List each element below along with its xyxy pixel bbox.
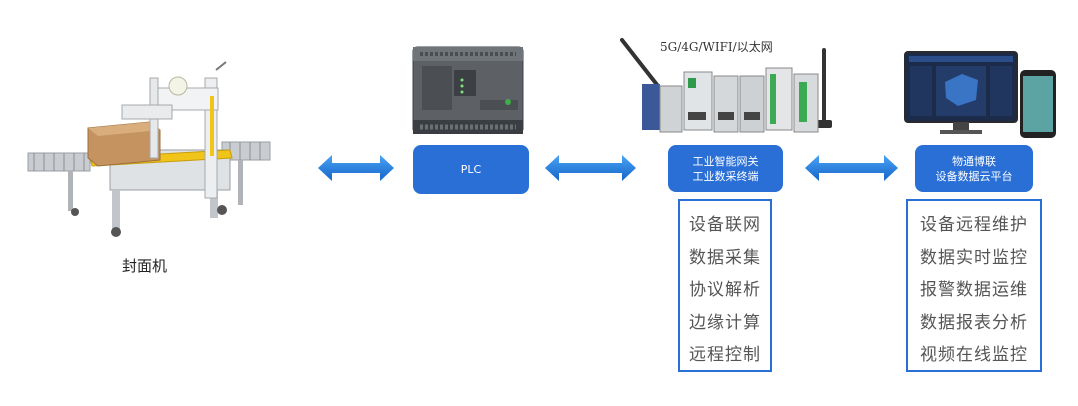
gateway-node-line-2: 工业数采终端 (692, 169, 759, 183)
cloud-function-item: 报警数据运维 (920, 280, 1028, 300)
cloud-function-item: 视频在线监控 (920, 345, 1028, 365)
cloud-node-line-2: 设备数据云平台 (935, 169, 1013, 183)
gateway-function-item: 协议解析 (689, 280, 761, 300)
carton-sealer-image (27, 61, 271, 237)
network-label: 5G/4G/WIFI/以太网 (660, 40, 773, 54)
gateway-function-item: 远程控制 (689, 345, 761, 365)
cloud-function-item: 设备远程维护 (920, 215, 1028, 235)
arrow-plc-gateway (545, 155, 636, 181)
gateway-node: 工业智能网关 工业数采终端 (668, 145, 783, 192)
cloud-node: 物通博联 设备数据云平台 (915, 145, 1033, 192)
cloud-node-line-1: 物通博联 (952, 154, 996, 168)
cloud-function-list: 设备远程维护 数据实时监控 报警数据运维 数据报表分析 视频在线监控 (906, 199, 1042, 372)
gateway-node-line-1: 工业智能网关 (692, 154, 759, 168)
gateway-devices-image (620, 38, 832, 133)
cloud-function-item: 数据报表分析 (920, 312, 1028, 333)
cloud-platform-image (904, 51, 1056, 138)
arrow-gateway-cloud (805, 155, 898, 181)
gateway-function-list: 设备联网 数据采集 协议解析 边缘计算 远程控制 (678, 199, 772, 372)
gateway-function-item: 数据采集 (689, 247, 761, 268)
gateway-function-item: 设备联网 (689, 215, 761, 235)
machine-caption: 封面机 (122, 257, 168, 275)
gateway-function-item: 边缘计算 (689, 312, 761, 333)
arrow-machine-plc (318, 155, 394, 181)
cloud-function-item: 数据实时监控 (920, 247, 1028, 268)
plc-node-label: PLC (460, 163, 482, 176)
plc-image (412, 46, 524, 134)
plc-node: PLC (413, 145, 529, 194)
